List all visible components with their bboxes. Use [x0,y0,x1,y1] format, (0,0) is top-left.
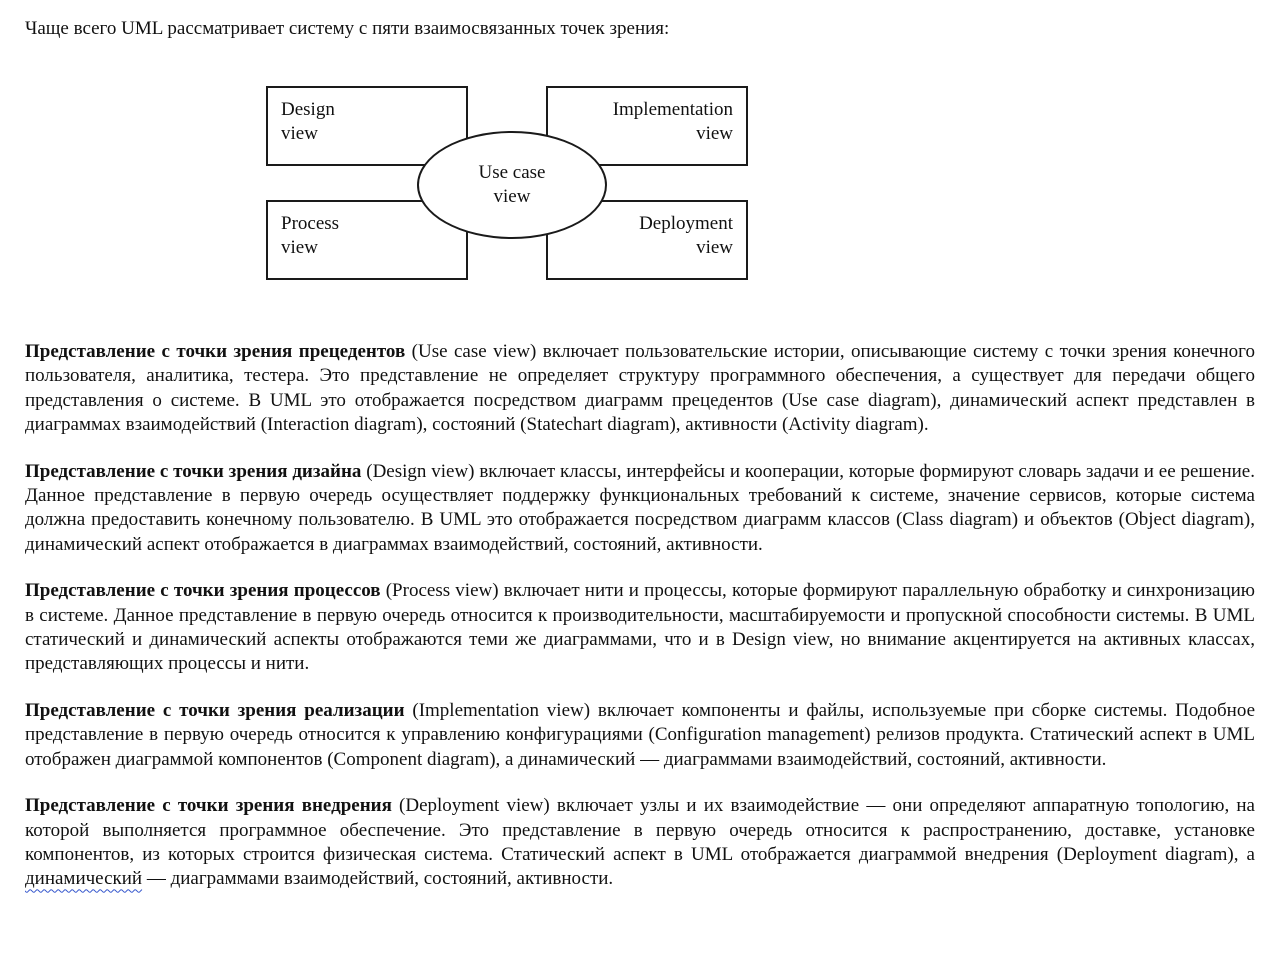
paragraph-body: (Use case view) включает пользовательски… [25,341,1256,436]
implementation-view-label-line2: view [696,123,733,144]
views-description: Представление с точки зрения прецедентов… [25,340,1255,914]
paragraph-body: (Deployment view) включает узлы и их вза… [25,795,1255,865]
paragraph-body-tail: — диаграммами взаимодействий, состояний,… [142,868,614,890]
design-view-box: Design view [266,86,468,166]
design-view-label-line1: Design [281,99,335,120]
paragraph-use-case-view: Представление с точки зрения прецедентов… [25,340,1255,438]
paragraph-design-view: Представление с точки зрения дизайна (De… [25,460,1255,558]
implementation-view-label-line1: Implementation [612,99,733,120]
paragraph-deployment-view: Представление с точки зрения внедрения (… [25,794,1255,892]
paragraph-implementation-view: Представление с точки зрения реализации … [25,699,1255,772]
paragraph-process-view: Представление с точки зрения процессов (… [25,579,1255,677]
use-case-view-label-line1: Use case [478,162,546,183]
deployment-view-label-line2: view [696,237,733,258]
paragraph-heading: Представление с точки зрения реализации [25,699,405,721]
process-view-label-line2: view [281,237,318,258]
paragraph-body: (Process view) включает нити и процессы,… [25,580,1255,675]
use-case-view-label-line2: view [493,186,531,207]
paragraph-body: (Design view) включает классы, интерфейс… [25,460,1255,555]
paragraph-body: (Implementation view) включает компонент… [25,699,1256,770]
paragraph-heading: Представление с точки зрения дизайна [25,460,362,482]
paragraph-heading: Представление с точки зрения прецедентов [25,341,406,362]
paragraph-heading: Представление с точки зрения процессов [25,580,381,602]
process-view-label-line1: Process [281,213,340,234]
paragraph-heading: Представление с точки зрения внедрения [25,795,392,817]
use-case-view-ellipse: Use case view [417,131,607,239]
spellcheck-marked-word: динамический [25,868,143,890]
design-view-label-line2: view [281,123,318,144]
intro-text: Чаще всего UML рассматривает систему с п… [25,18,670,39]
uml-views-diagram: Design view Implementation view Process … [266,86,750,282]
deployment-view-label-line1: Deployment [639,213,733,234]
